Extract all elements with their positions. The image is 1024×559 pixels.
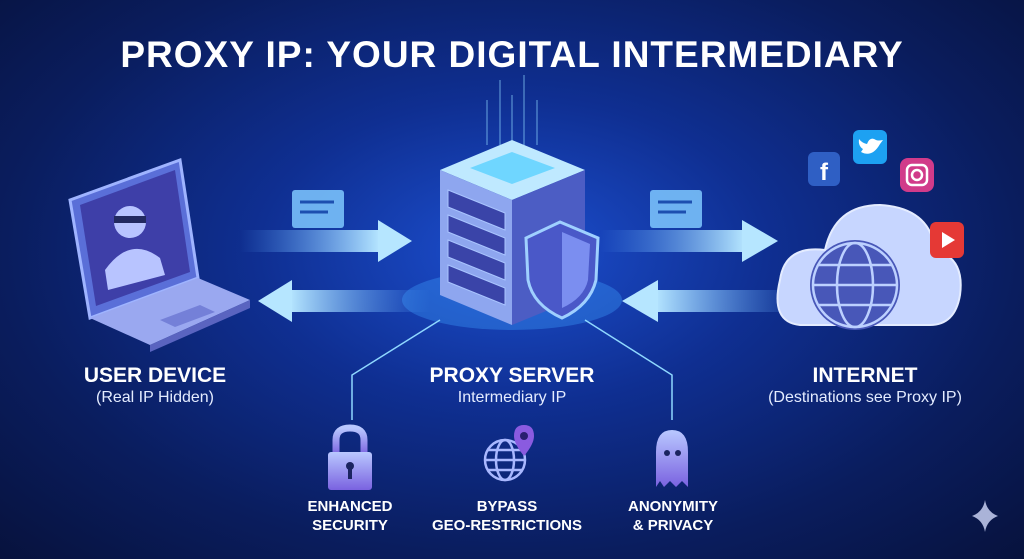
twitter-icon [853, 130, 887, 164]
svg-text:f: f [820, 159, 829, 186]
request-arrow-to-internet [600, 220, 778, 262]
internet-sub: (Destinations see Proxy IP) [768, 389, 962, 406]
document-icon [292, 190, 344, 228]
facebook-icon: f [808, 152, 840, 186]
feature-line: ENHANCED [307, 498, 393, 515]
lock-icon [328, 424, 372, 490]
feature-line: SECURITY [312, 517, 388, 534]
shield-icon [524, 220, 600, 320]
sparkle-icon [972, 500, 998, 532]
response-arrow-to-proxy [622, 280, 800, 322]
youtube-icon [930, 222, 964, 258]
globe-pin-icon [483, 425, 534, 482]
cloud-globe-icon [776, 203, 962, 330]
feature-line: & PRIVACY [632, 517, 714, 534]
proxy-server-sub: Intermediary IP [457, 389, 567, 406]
internet-label: INTERNET [812, 364, 918, 387]
user-device-sub: (Real IP Hidden) [96, 389, 214, 406]
feature-bypass-geo: BYPASS GEO-RESTRICTIONS [407, 497, 607, 535]
connector-line [584, 319, 673, 420]
server-icon [402, 75, 622, 330]
ghost-icon [656, 430, 688, 487]
request-arrow-to-proxy [240, 220, 412, 262]
response-arrow-to-user [258, 280, 430, 322]
document-icon [650, 190, 702, 228]
page-title: PROXY IP: YOUR DIGITAL INTERMEDIARY [120, 34, 904, 75]
connector-line [351, 319, 441, 420]
laptop-icon [68, 157, 250, 352]
feature-line: BYPASS [476, 498, 538, 515]
feature-line: ANONYMITY [628, 498, 718, 515]
proxy-server-label: PROXY SERVER [429, 364, 595, 387]
user-device-label: USER DEVICE [83, 364, 227, 387]
instagram-icon [900, 158, 934, 192]
feature-anonymity: ANONYMITY & PRIVACY [573, 497, 773, 535]
feature-enhanced-security: ENHANCED SECURITY [250, 497, 450, 535]
feature-line: GEO-RESTRICTIONS [431, 517, 582, 534]
